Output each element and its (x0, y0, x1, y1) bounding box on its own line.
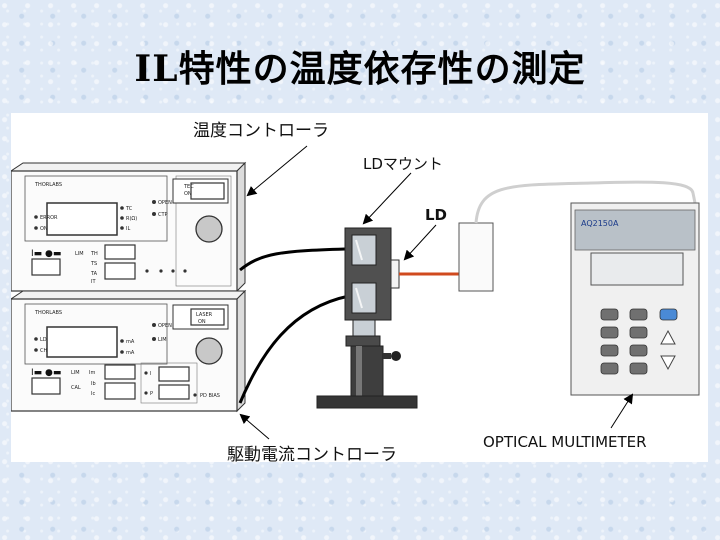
laser-lim-btn-label: LIM (71, 370, 80, 376)
ld-mount-label: LDマウント (363, 155, 443, 173)
temp-tc-label: TC (125, 206, 133, 212)
temp-th-label: TH (90, 251, 98, 257)
temp-ctp-label: CTP (158, 212, 168, 218)
svg-text:I▬ ●▬: I▬ ●▬ (31, 368, 61, 378)
laser-i-label: I (150, 371, 151, 377)
temperature-controller: THORLABS ERROR ON TC R(Ω) IL TEC ON OPEN… (11, 161, 247, 293)
temp-display (46, 202, 118, 236)
laser-brand: THORLABS (34, 310, 62, 316)
temp-r-label: R(Ω) (126, 216, 137, 222)
multimeter-key[interactable] (600, 344, 619, 357)
temp-brand: THORLABS (34, 182, 62, 188)
temp-ts-label: TS (90, 261, 97, 267)
laser-ic-label: Ic (91, 391, 95, 397)
up-arrow-icon[interactable] (660, 329, 676, 345)
tec-label: TEC (183, 184, 194, 190)
laser-display (46, 326, 118, 358)
laser-ib-label: Ib (91, 381, 96, 387)
multimeter-key[interactable] (600, 326, 619, 339)
laser-ch-label: CH (40, 348, 47, 354)
multimeter-display (590, 252, 684, 286)
laser-lim-label: LIM (158, 337, 167, 343)
tec-on-label: ON (184, 191, 192, 197)
temp-cable (239, 247, 346, 272)
laser-label: LASER (196, 312, 213, 318)
ld-device (390, 259, 400, 289)
temp-ta-label: TA (90, 271, 98, 277)
page-title: IL特性の温度依存性の測定 (134, 48, 586, 90)
multimeter-key[interactable] (629, 326, 648, 339)
laser-open-label: OPEN (158, 323, 172, 329)
temp-it-label: IT (91, 279, 96, 285)
temp-lim-label: LIM (75, 251, 84, 257)
multimeter-key[interactable] (600, 362, 619, 375)
temp-il-label: IL (126, 226, 130, 232)
multimeter-pointer (610, 393, 634, 429)
ld-mount (316, 227, 418, 409)
ld-label: LD (425, 206, 447, 224)
ld-mount-pointer (362, 172, 412, 225)
drive-controller-label: 駆動電流コントローラ (227, 445, 397, 462)
multimeter-key[interactable] (600, 308, 619, 321)
multimeter-key[interactable] (629, 362, 648, 375)
optical-sensor-head (458, 222, 494, 292)
temp-knob[interactable] (195, 215, 223, 243)
drive-controller-pointer (239, 413, 270, 440)
laser-ld-label: LD (40, 337, 47, 343)
down-arrow-icon[interactable] (660, 355, 676, 371)
multimeter-model: AQ2150A (581, 219, 619, 228)
temp-controller-pointer (246, 145, 308, 197)
laser-im-label: Im (89, 370, 95, 376)
diagram-panel: THORLABS ERROR ON TC R(Ω) IL TEC ON OPEN… (11, 113, 708, 462)
drive-cable (238, 294, 350, 404)
measurement-setup-diagram: THORLABS ERROR ON TC R(Ω) IL TEC ON OPEN… (11, 121, 700, 462)
optical-multimeter: AQ2150A (570, 202, 700, 396)
fiber-cable (474, 180, 697, 224)
laser-cal-label: CAL (71, 385, 81, 391)
laser-p-label: P (150, 391, 153, 397)
laser-knob[interactable] (195, 337, 223, 365)
temp-open-label: OPEN (158, 200, 172, 206)
multimeter-label: OPTICAL MULTIMETER (483, 433, 647, 451)
multimeter-blue-key[interactable] (659, 308, 678, 321)
laser-ma-label-2: mA (126, 350, 135, 356)
temp-on-label: ON (40, 226, 48, 232)
multimeter-key[interactable] (629, 344, 648, 357)
laser-pd-bias-label: PD BIAS (200, 393, 220, 399)
laser-on-label: ON (198, 319, 206, 325)
laser-ma-label-1: mA (126, 339, 135, 345)
svg-text:I▬ ●▬: I▬ ●▬ (31, 249, 61, 259)
temp-error-label: ERROR (40, 215, 58, 221)
ld-pointer (403, 224, 437, 261)
drive-current-controller: THORLABS LD CH mA mA LASER ON OPEN LIM I… (11, 289, 247, 413)
temp-controller-label: 温度コントローラ (193, 121, 329, 141)
multimeter-key[interactable] (629, 308, 648, 321)
